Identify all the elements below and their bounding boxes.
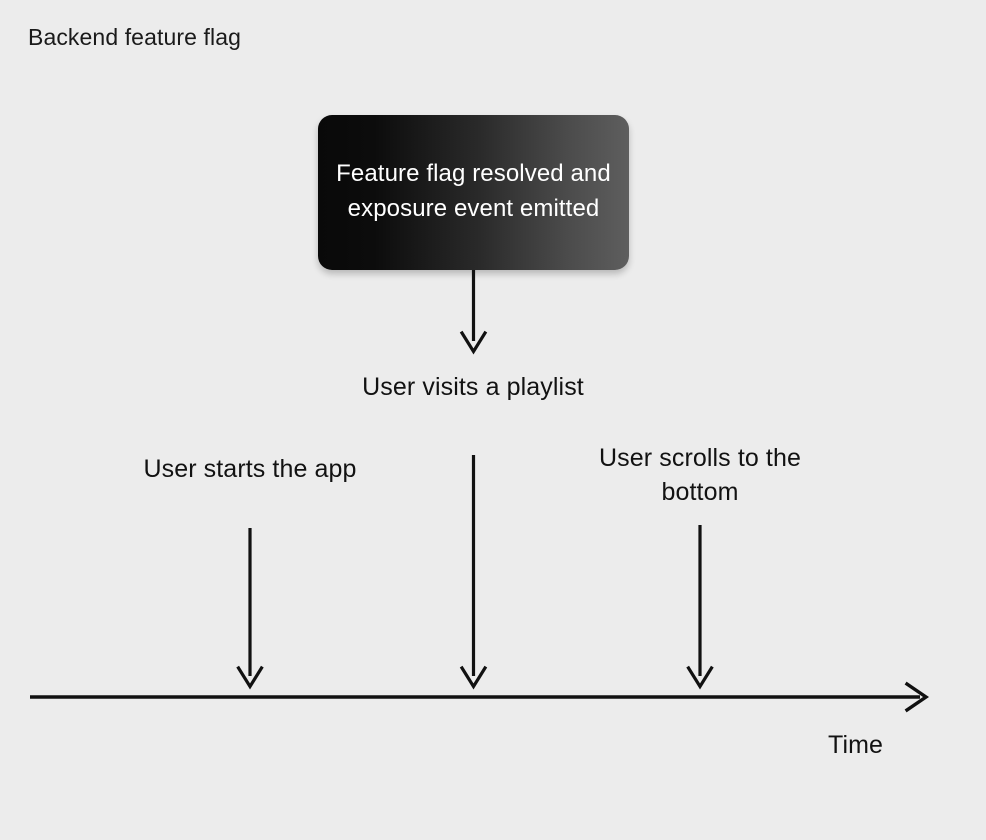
connector-playlist-visit-to-axis — [459, 455, 488, 690]
connector-callout-to-playlist — [459, 270, 488, 355]
connector-scroll-bottom-to-axis — [686, 525, 714, 690]
time-axis — [30, 681, 930, 713]
axis-caption-time: Time — [828, 731, 884, 759]
page-title: Backend feature flag — [28, 24, 241, 50]
event-label-playlist-visit: User visits a playlist — [362, 373, 584, 401]
callout-box: Feature flag resolved and exposure event… — [318, 115, 629, 270]
connector-app-start-to-axis — [236, 528, 264, 690]
event-label-app-start: User starts the app — [143, 455, 357, 483]
event-label-scroll-bottom: User scrolls to the bottom — [599, 444, 801, 506]
callout-box-label: Feature flag resolved and exposure event… — [336, 159, 611, 222]
